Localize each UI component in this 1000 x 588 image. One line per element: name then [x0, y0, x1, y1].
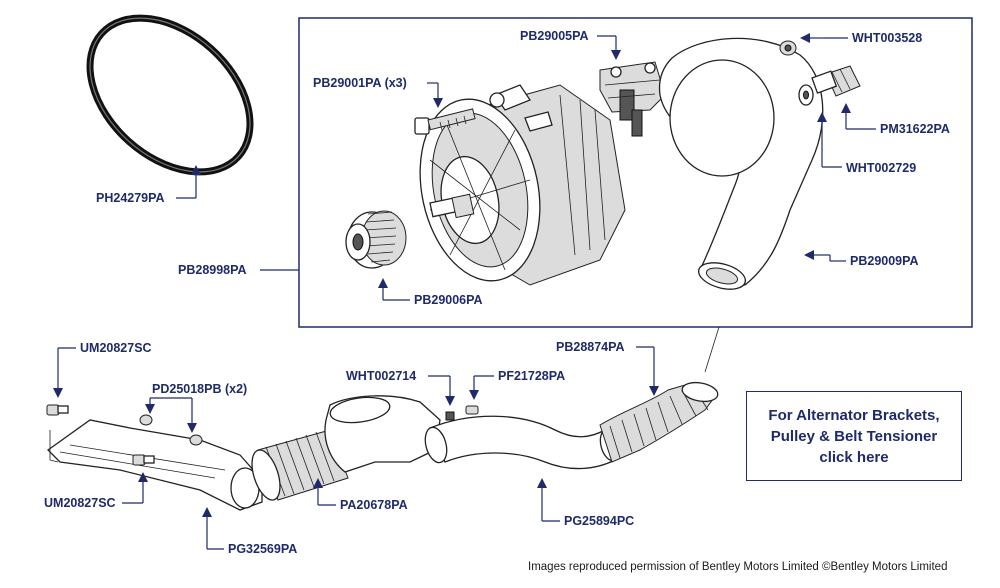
- label-pd25018pb[interactable]: PD25018PB (x2): [152, 382, 247, 396]
- leader-pg25894pc: [537, 478, 560, 522]
- copyright-notice: Images reproduced permission of Bentley …: [528, 561, 948, 573]
- leader-ph24279pa: [176, 165, 201, 199]
- label-pb29001pa[interactable]: PB29001PA (x3): [313, 76, 407, 90]
- label-pb29009pa[interactable]: PB29009PA: [850, 254, 919, 268]
- bellows-hose-right-part: [599, 381, 719, 463]
- leader-pa20678pa: [313, 478, 336, 506]
- main-intake-pipe-part: [424, 415, 621, 470]
- drive-belt-part: [86, 14, 254, 176]
- label-pb28998pa[interactable]: PB28998PA: [178, 263, 247, 277]
- leader-wht002729: [817, 112, 842, 168]
- label-pb29005pa[interactable]: PB29005PA: [520, 29, 589, 43]
- leader-um20827sc-bottom: [122, 472, 148, 504]
- regulator-part: [599, 61, 666, 137]
- bolt-part: [414, 108, 476, 135]
- screw-top-part: [46, 404, 69, 416]
- air-duct-part: [658, 37, 824, 290]
- assembly-connector-line: [704, 326, 720, 373]
- pulley-part: [345, 210, 407, 269]
- leader-pm31622pa: [841, 103, 876, 130]
- nut-part: [779, 40, 797, 56]
- leader-wht003528: [800, 33, 848, 43]
- label-wht002714[interactable]: WHT002714: [346, 369, 416, 383]
- leader-pb29001pa: [427, 82, 443, 108]
- leader-pb28874pa: [636, 346, 659, 396]
- leader-pf21728pa: [469, 375, 494, 400]
- alternator-assembly-box: [298, 17, 973, 328]
- bellows-hose-left-part: [251, 429, 349, 501]
- label-wht003528[interactable]: WHT003528: [852, 31, 922, 45]
- nut-left-part: [139, 414, 153, 426]
- leader-um20827sc-top: [53, 347, 76, 398]
- label-pg25894pc[interactable]: PG25894PC: [564, 514, 634, 528]
- label-pb29006pa[interactable]: PB29006PA: [414, 293, 483, 307]
- label-pb28874pa[interactable]: PB28874PA: [556, 340, 625, 354]
- nut-right-part: [189, 434, 203, 446]
- leader-pb29005pa: [597, 35, 621, 60]
- leader-pg32569pa: [202, 507, 224, 550]
- washer-part: [798, 84, 814, 106]
- leader-wht002714: [428, 375, 455, 406]
- label-pg32569pa[interactable]: PG32569PA: [228, 542, 297, 556]
- label-um20827sc-top[interactable]: UM20827SC: [80, 341, 152, 355]
- leader-pd25018pb: [145, 397, 197, 433]
- label-pa20678pa[interactable]: PA20678PA: [340, 498, 408, 512]
- label-um20827sc-bottom[interactable]: UM20827SC: [44, 496, 116, 510]
- label-pf21728pa[interactable]: PF21728PA: [498, 369, 565, 383]
- duct-elbow-part: [324, 395, 441, 473]
- screw-bottom-part: [132, 454, 155, 466]
- alternator-brackets-link-box[interactable]: For Alternator Brackets, Pulley & Belt T…: [746, 391, 962, 481]
- fitting-part: [811, 65, 861, 97]
- label-pm31622pa[interactable]: PM31622PA: [880, 122, 950, 136]
- label-ph24279pa[interactable]: PH24279PA: [96, 191, 165, 205]
- alternator-brackets-link-text[interactable]: For Alternator Brackets, Pulley & Belt T…: [768, 406, 940, 466]
- leader-pb29009pa: [804, 250, 846, 262]
- clip-screw-part: [465, 405, 479, 415]
- alternator-part: [419, 84, 626, 286]
- hose-clamp-part: [445, 411, 455, 421]
- label-wht002729[interactable]: WHT002729: [846, 161, 916, 175]
- leader-pb29006pa: [378, 278, 410, 301]
